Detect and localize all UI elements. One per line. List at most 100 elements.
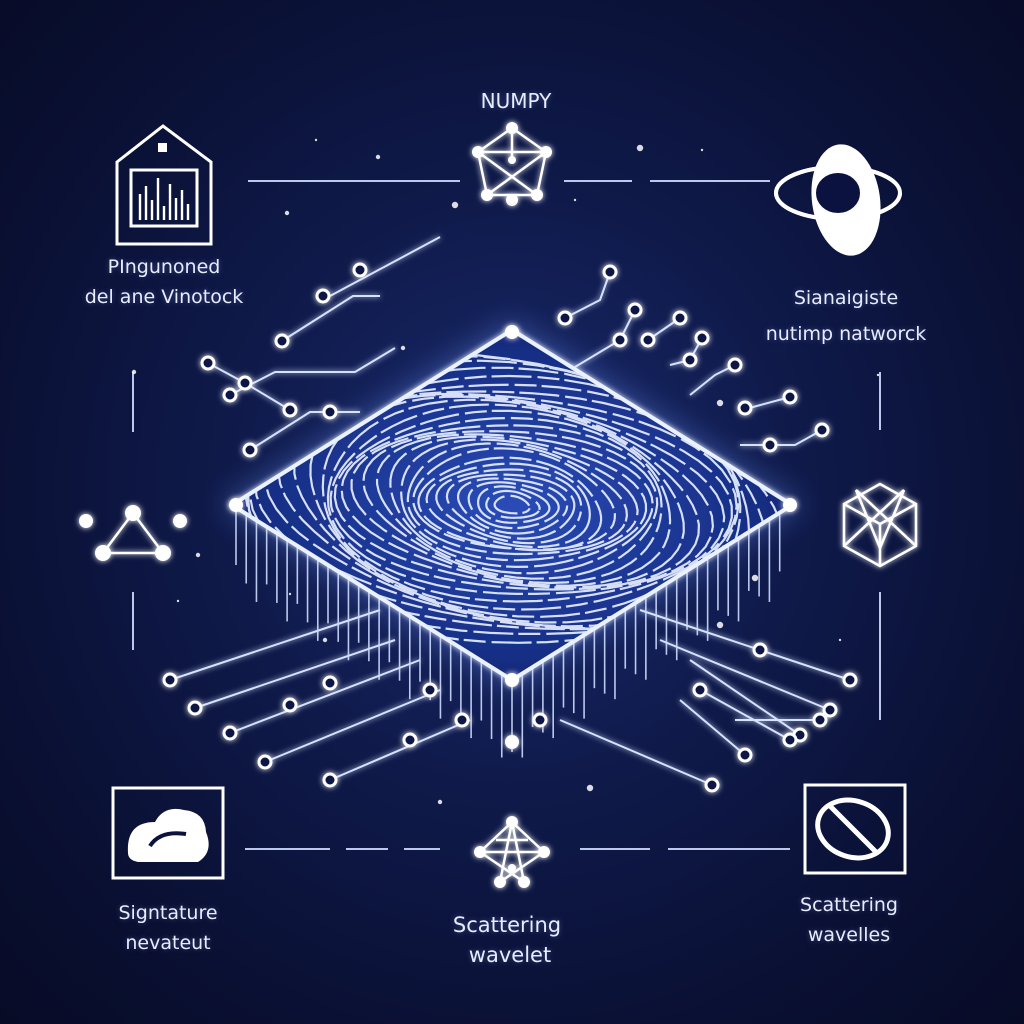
trace-node bbox=[322, 404, 338, 420]
trace-node bbox=[274, 333, 290, 349]
trace-node bbox=[782, 732, 798, 748]
fingerprint-ridge bbox=[375, 433, 654, 575]
label-top-right-line1: Sianaigiste bbox=[793, 287, 899, 309]
fingerprint-ridge bbox=[412, 447, 617, 551]
trace-node bbox=[682, 352, 698, 368]
trace-node bbox=[812, 712, 828, 728]
trace-node bbox=[322, 675, 338, 691]
trace-node bbox=[782, 389, 798, 405]
hexagon-polyhedron-icon bbox=[842, 482, 918, 568]
trace-node bbox=[752, 642, 768, 658]
orbit-eye-icon bbox=[774, 144, 902, 256]
sparkle bbox=[437, 799, 443, 805]
fingerprint-ridge bbox=[493, 494, 531, 515]
triangle-nodes-icon bbox=[79, 505, 187, 561]
trace-node bbox=[352, 262, 368, 278]
trace-node bbox=[737, 747, 753, 763]
sparkle bbox=[451, 201, 459, 209]
trace-node bbox=[692, 682, 708, 698]
sparkle bbox=[716, 399, 724, 407]
sparkle bbox=[586, 784, 594, 792]
fingerprint-ridge bbox=[329, 403, 701, 591]
label-top-right-line2: nutimp natworck bbox=[765, 323, 927, 345]
no-sign-icon bbox=[803, 783, 907, 875]
sparkle bbox=[322, 637, 328, 643]
trace-node bbox=[737, 400, 753, 416]
sparkle bbox=[876, 373, 880, 377]
sparkle bbox=[838, 638, 842, 642]
guide-lines bbox=[132, 180, 881, 850]
trace-node bbox=[200, 355, 216, 371]
trace-node bbox=[315, 288, 331, 304]
label-bottom-right-line1: Scattering bbox=[800, 894, 898, 916]
trace-node bbox=[532, 712, 548, 728]
fingerprint-ridge bbox=[467, 481, 560, 530]
sparkle bbox=[700, 148, 704, 152]
fingerprint-ridge bbox=[485, 489, 541, 519]
trace-node bbox=[627, 302, 643, 318]
label-top: NUMPY bbox=[480, 89, 552, 113]
chip-pins bbox=[235, 505, 781, 758]
sparkle bbox=[176, 599, 180, 603]
fingerprint-ridge bbox=[389, 435, 648, 569]
trace-node bbox=[640, 332, 656, 348]
fingerprint-ridge bbox=[309, 393, 733, 611]
label-bottom-left-line2: nevateut bbox=[125, 932, 211, 954]
fingerprint-ridge bbox=[350, 424, 663, 585]
trace-node bbox=[762, 437, 778, 453]
trace-node bbox=[222, 725, 238, 741]
fingerprint-ridge bbox=[457, 477, 569, 535]
trace-node bbox=[612, 332, 628, 348]
trace-node bbox=[814, 422, 830, 438]
label-bottom-right-line2: wavelles bbox=[807, 924, 891, 946]
fingerprint-ridge bbox=[417, 456, 603, 552]
sparkle bbox=[573, 198, 577, 202]
trace-node bbox=[402, 732, 418, 748]
fingerprint-ridge bbox=[340, 416, 672, 587]
network-polyhedron-icon bbox=[472, 122, 552, 206]
sparkle bbox=[288, 592, 292, 596]
trace-node bbox=[222, 387, 238, 403]
label-top-left-line1: PIngunoned bbox=[107, 256, 221, 278]
trace-nodes bbox=[162, 262, 858, 793]
sparkle bbox=[400, 345, 406, 351]
fingerprint-ridge bbox=[445, 473, 576, 540]
trace-node bbox=[242, 442, 258, 458]
trace-node bbox=[727, 357, 743, 373]
fingerprint-ridge bbox=[362, 430, 659, 580]
trace-node bbox=[694, 330, 710, 346]
trace-node bbox=[282, 697, 298, 713]
sparkle bbox=[314, 138, 318, 142]
label-top-left-line2: del ane Vinotock bbox=[84, 286, 244, 308]
sparkle bbox=[636, 144, 644, 152]
trace-node bbox=[842, 672, 858, 688]
trace-node bbox=[557, 310, 573, 326]
trace-node bbox=[672, 310, 688, 326]
star-network-icon bbox=[474, 816, 550, 888]
trace-node bbox=[422, 682, 438, 698]
cloud-icon bbox=[111, 786, 225, 880]
fingerprint-ridge bbox=[406, 442, 629, 556]
bar-chart-tag-icon bbox=[115, 124, 213, 246]
sparkle bbox=[716, 621, 724, 629]
chip-corner-nodes bbox=[229, 325, 797, 749]
trace-node bbox=[704, 777, 720, 793]
sparkle bbox=[284, 210, 290, 216]
fingerprint-ridge bbox=[435, 468, 583, 545]
fingerprint-ridge bbox=[326, 398, 715, 596]
trace-node bbox=[237, 375, 253, 391]
trace-node bbox=[257, 754, 273, 770]
sparkle bbox=[195, 552, 201, 558]
sparkle bbox=[751, 574, 759, 582]
trace-node bbox=[322, 772, 338, 788]
sparkles bbox=[131, 138, 880, 805]
trace-node bbox=[454, 712, 470, 728]
fingerprint-ridge bbox=[400, 438, 639, 562]
label-bottom-left-line1: Signtature bbox=[118, 902, 218, 924]
fingerprint-ridge bbox=[476, 485, 551, 524]
trace-node bbox=[162, 672, 178, 688]
fingerprint-ridge bbox=[425, 462, 591, 549]
sparkle bbox=[375, 154, 381, 160]
sparkle bbox=[131, 369, 137, 375]
